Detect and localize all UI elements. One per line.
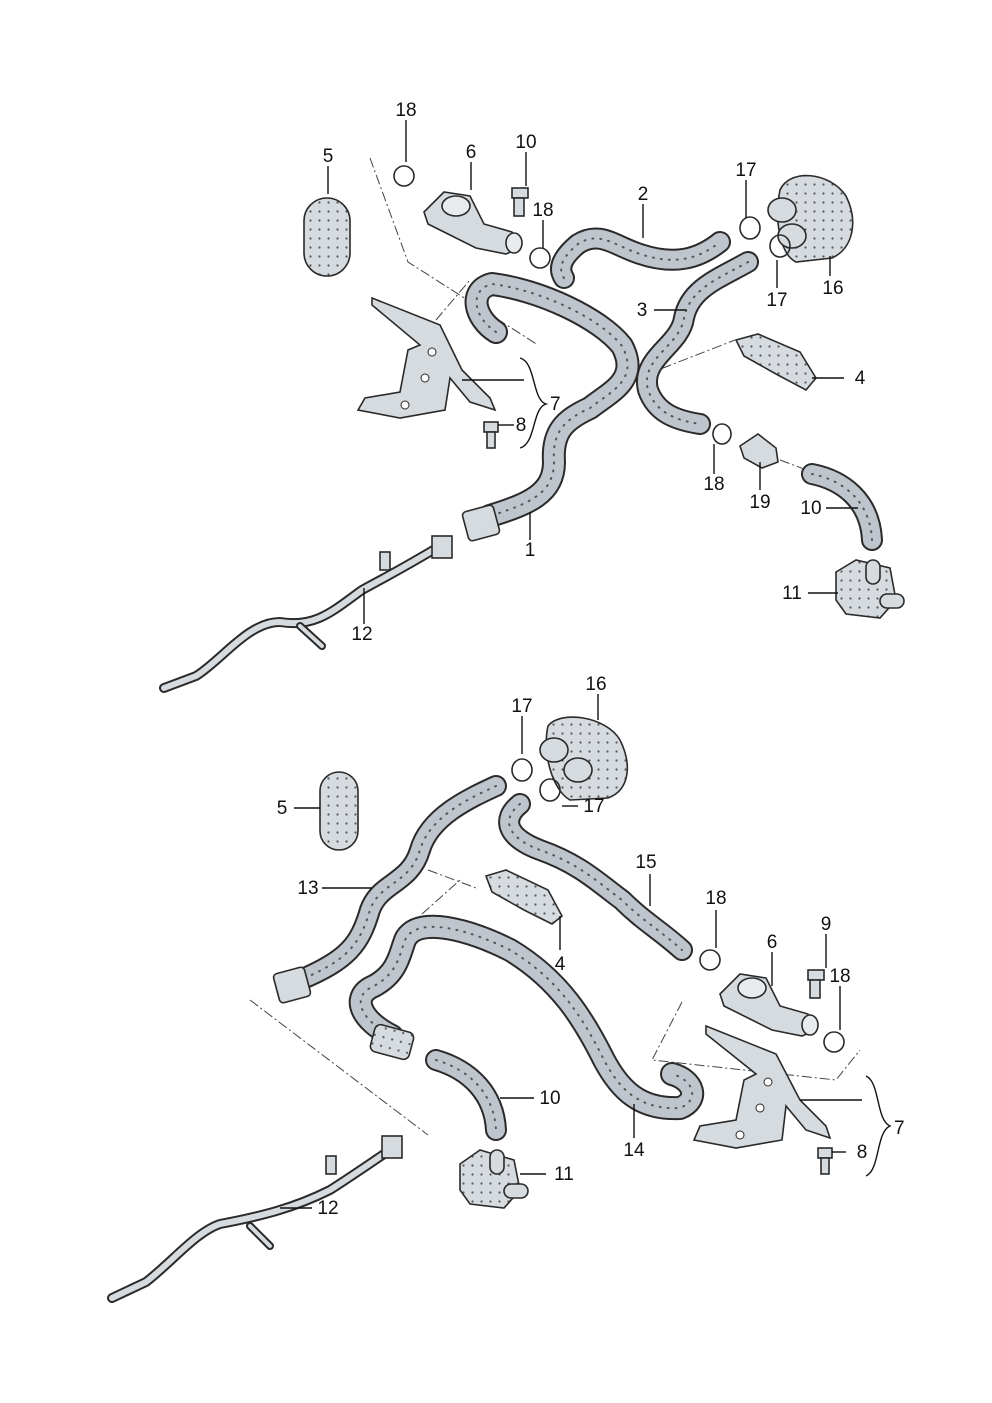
cover-plug-bottom: [319, 771, 359, 851]
label-16: 16: [822, 278, 843, 299]
label-5: 5: [277, 798, 288, 819]
label-13: 13: [297, 878, 318, 899]
bolt-8-bottom: [817, 1147, 833, 1175]
label-4: 4: [555, 954, 566, 975]
pump-11-bottom: [459, 1149, 529, 1209]
label-19: 19: [749, 492, 770, 513]
bracket-4-bottom: [484, 869, 564, 925]
label-10: 10: [539, 1088, 560, 1109]
label-10: 10: [800, 498, 821, 519]
label-1: 1: [525, 540, 536, 561]
junction-16-bottom: [539, 716, 628, 801]
top-assembly: 18 5 6 10 18 2 17 16 17 3 4 7 8 18 19 10…: [159, 100, 905, 693]
clamps-17-top: [739, 216, 791, 258]
connector-19-top: [739, 433, 779, 469]
screw-9-bottom: [807, 969, 825, 999]
label-4: 4: [855, 368, 866, 389]
label-17: 17: [511, 696, 532, 717]
label-17: 17: [766, 290, 787, 311]
label-11: 11: [554, 1164, 574, 1185]
label-18: 18: [705, 888, 726, 909]
label-9: 9: [821, 914, 832, 935]
label-9: 10: [515, 132, 536, 153]
hose-15-bottom: [498, 793, 693, 961]
label-16: 16: [585, 674, 606, 695]
label-18: 18: [395, 100, 416, 121]
label-15: 15: [635, 852, 656, 873]
bracket-4-top: [734, 333, 817, 392]
top-alignment-lines: [369, 157, 813, 473]
label-8: 8: [516, 415, 527, 436]
label-11: 11: [782, 583, 802, 604]
label-18: 18: [532, 200, 553, 221]
bottom-labels: 17 16 5 17 13 15 4 18 6 9 18 10 11 14 12…: [277, 674, 905, 1219]
label-17: 17: [735, 160, 756, 181]
bottom-assembly: 17 16 5 17 13 15 4 18 6 9 18 10 11 14 12…: [107, 674, 905, 1303]
clamps-18-top: [393, 165, 732, 445]
hose-14-bottom: [348, 914, 705, 1121]
cover-plug-top: [303, 197, 351, 277]
clamps-17-bottom: [511, 758, 561, 802]
top-leaders: [327, 120, 858, 624]
label-12: 12: [317, 1198, 338, 1219]
bottom-leaders: [280, 694, 892, 1209]
hose-10-top: [801, 463, 883, 551]
label-3: 3: [637, 300, 648, 321]
label-7: 7: [894, 1118, 905, 1139]
hose-2-top: [550, 227, 731, 289]
label-8: 8: [857, 1142, 868, 1163]
connector-6-top: [423, 191, 523, 255]
pipe-12-bottom: [107, 1135, 403, 1303]
label-6: 6: [466, 142, 477, 163]
bottom-alignment-lines: [249, 869, 861, 1136]
clamps-18-bottom: [699, 949, 845, 1053]
label-5: 5: [323, 146, 334, 167]
screw-9-top: [511, 187, 529, 217]
connector-6-bottom: [719, 973, 819, 1037]
pipe-12-top: [159, 535, 453, 693]
bolt-8-top: [483, 421, 499, 449]
hose-1-top: [461, 272, 640, 542]
hose-3-top: [636, 251, 759, 435]
label-12: 12: [351, 624, 372, 645]
bracket-top: [356, 296, 497, 419]
top-labels: 18 5 6 10 18 2 17 16 17 3 4 7 8 18 19 10…: [323, 100, 866, 645]
label-18: 18: [829, 966, 850, 987]
label-2: 2: [638, 184, 649, 205]
bracket-bottom: [692, 1024, 832, 1149]
pump-11-top: [835, 559, 905, 619]
label-14: 14: [623, 1140, 645, 1161]
hose-13-bottom: [272, 775, 507, 1004]
label-7: 7: [550, 394, 561, 415]
label-18: 18: [703, 474, 724, 495]
hose-10-bottom: [425, 1049, 507, 1141]
label-6: 6: [767, 932, 778, 953]
junction-16-top: [767, 174, 854, 263]
label-17: 17: [583, 796, 604, 817]
